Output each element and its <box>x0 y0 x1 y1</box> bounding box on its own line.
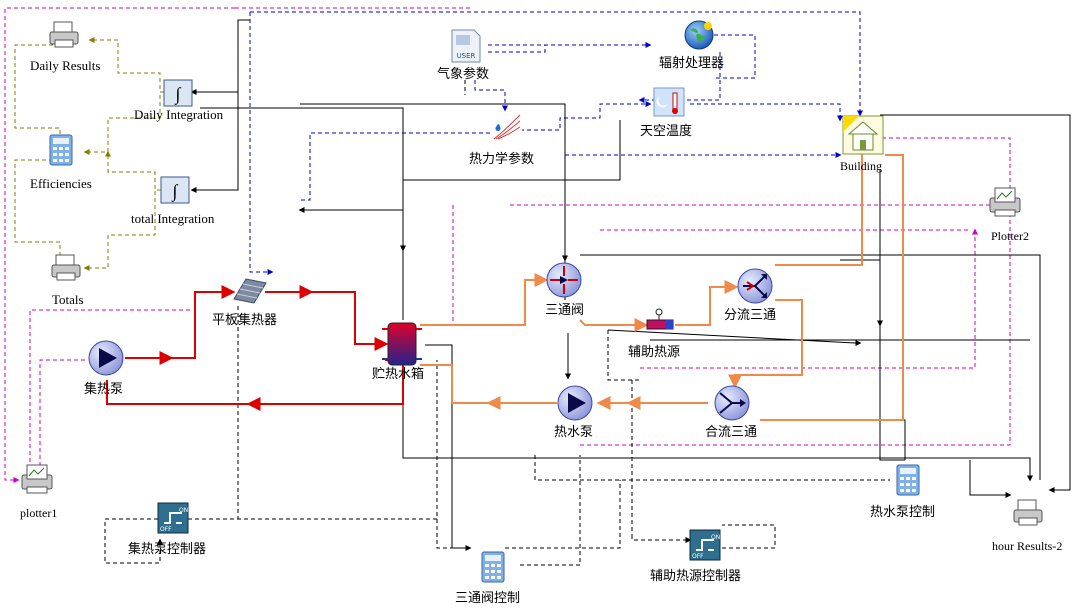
label-auxiliary-heater: 辅助热源 <box>628 345 681 360</box>
plotter-icon[interactable] <box>21 464 53 494</box>
svg-text:OFF: OFF <box>160 526 172 533</box>
label-building: Building <box>840 159 883 173</box>
pump-icon[interactable] <box>88 340 124 376</box>
label-collector-pump: 集热泵 <box>84 382 124 397</box>
calculator-icon[interactable] <box>896 464 920 496</box>
svg-text:ON: ON <box>179 507 188 514</box>
label-storage-tank: 贮热水箱 <box>372 367 425 382</box>
building-icon[interactable] <box>842 115 884 155</box>
controller-icon[interactable]: ON OFF <box>157 502 189 534</box>
label-weather-params: 气象参数 <box>437 67 490 82</box>
label-three-way-valve: 三通阀 <box>545 303 585 318</box>
label-hot-water-pump-control: 热水泵控制 <box>870 505 936 520</box>
controller-icon[interactable]: ON OFF <box>689 529 721 561</box>
plotter-icon[interactable] <box>989 187 1021 217</box>
svg-text:USER: USER <box>457 52 476 60</box>
label-collector-pump-controller: 集热泵控制器 <box>128 542 207 557</box>
svg-text:∫: ∫ <box>172 181 179 202</box>
label-sky-temperature: 天空温度 <box>640 124 693 139</box>
mixer-icon[interactable] <box>714 385 750 421</box>
label-radiation-processor: 辐射处理器 <box>659 56 725 71</box>
label-valve-control: 三通阀控制 <box>455 591 521 606</box>
label-flat-plate-collector: 平板集热器 <box>212 313 278 328</box>
psychrometrics-icon[interactable] <box>490 113 522 141</box>
control-links <box>104 80 890 566</box>
storage-tank-icon[interactable] <box>382 322 422 366</box>
label-hour-results: hour Results-2 <box>992 539 1063 553</box>
sky-temperature-icon[interactable] <box>653 87 685 117</box>
heater-icon[interactable] <box>646 308 674 330</box>
load-loop <box>420 124 904 421</box>
label-plotter1: plotter1 <box>20 506 58 520</box>
solar-collector-icon[interactable] <box>233 278 267 304</box>
svg-text:∫: ∫ <box>175 84 182 105</box>
pump-icon[interactable] <box>557 385 593 421</box>
label-thermo-params: 热力学参数 <box>469 152 535 167</box>
globe-icon[interactable] <box>684 20 714 50</box>
plot-links <box>4 7 1011 483</box>
calculator-icon[interactable] <box>49 134 73 166</box>
svg-text:OFF: OFF <box>692 553 704 560</box>
diverter-icon[interactable] <box>737 268 773 304</box>
label-efficiencies: Efficiencies <box>30 176 92 191</box>
printer-icon[interactable] <box>49 21 79 48</box>
label-total-integration: total Integration <box>131 211 215 226</box>
label-daily-results: Daily Results <box>30 58 101 73</box>
label-totals: Totals <box>52 292 84 307</box>
valve-icon[interactable] <box>546 262 582 298</box>
label-daily-integration: Daily Integration <box>134 107 224 122</box>
collector-loop <box>106 285 404 411</box>
calculator-icon[interactable] <box>481 551 505 583</box>
integrator-icon[interactable]: ∫ <box>160 176 190 204</box>
printer-icon[interactable] <box>51 254 81 281</box>
label-plotter2: Plotter2 <box>991 229 1029 243</box>
printer-icon[interactable] <box>1013 499 1043 526</box>
integrator-icon[interactable]: ∫ <box>163 79 193 107</box>
results-links <box>14 37 178 271</box>
svg-text:ON: ON <box>711 534 720 541</box>
signal-links <box>190 19 1071 549</box>
label-diverter-tee: 分流三通 <box>724 308 777 323</box>
weather-data-icon[interactable]: USER <box>451 29 481 63</box>
label-mixer-tee: 合流三通 <box>705 425 758 440</box>
weather-links <box>249 11 863 275</box>
label-hot-water-pump: 热水泵 <box>554 425 594 440</box>
label-aux-heater-controller: 辅助热源控制器 <box>650 569 742 584</box>
